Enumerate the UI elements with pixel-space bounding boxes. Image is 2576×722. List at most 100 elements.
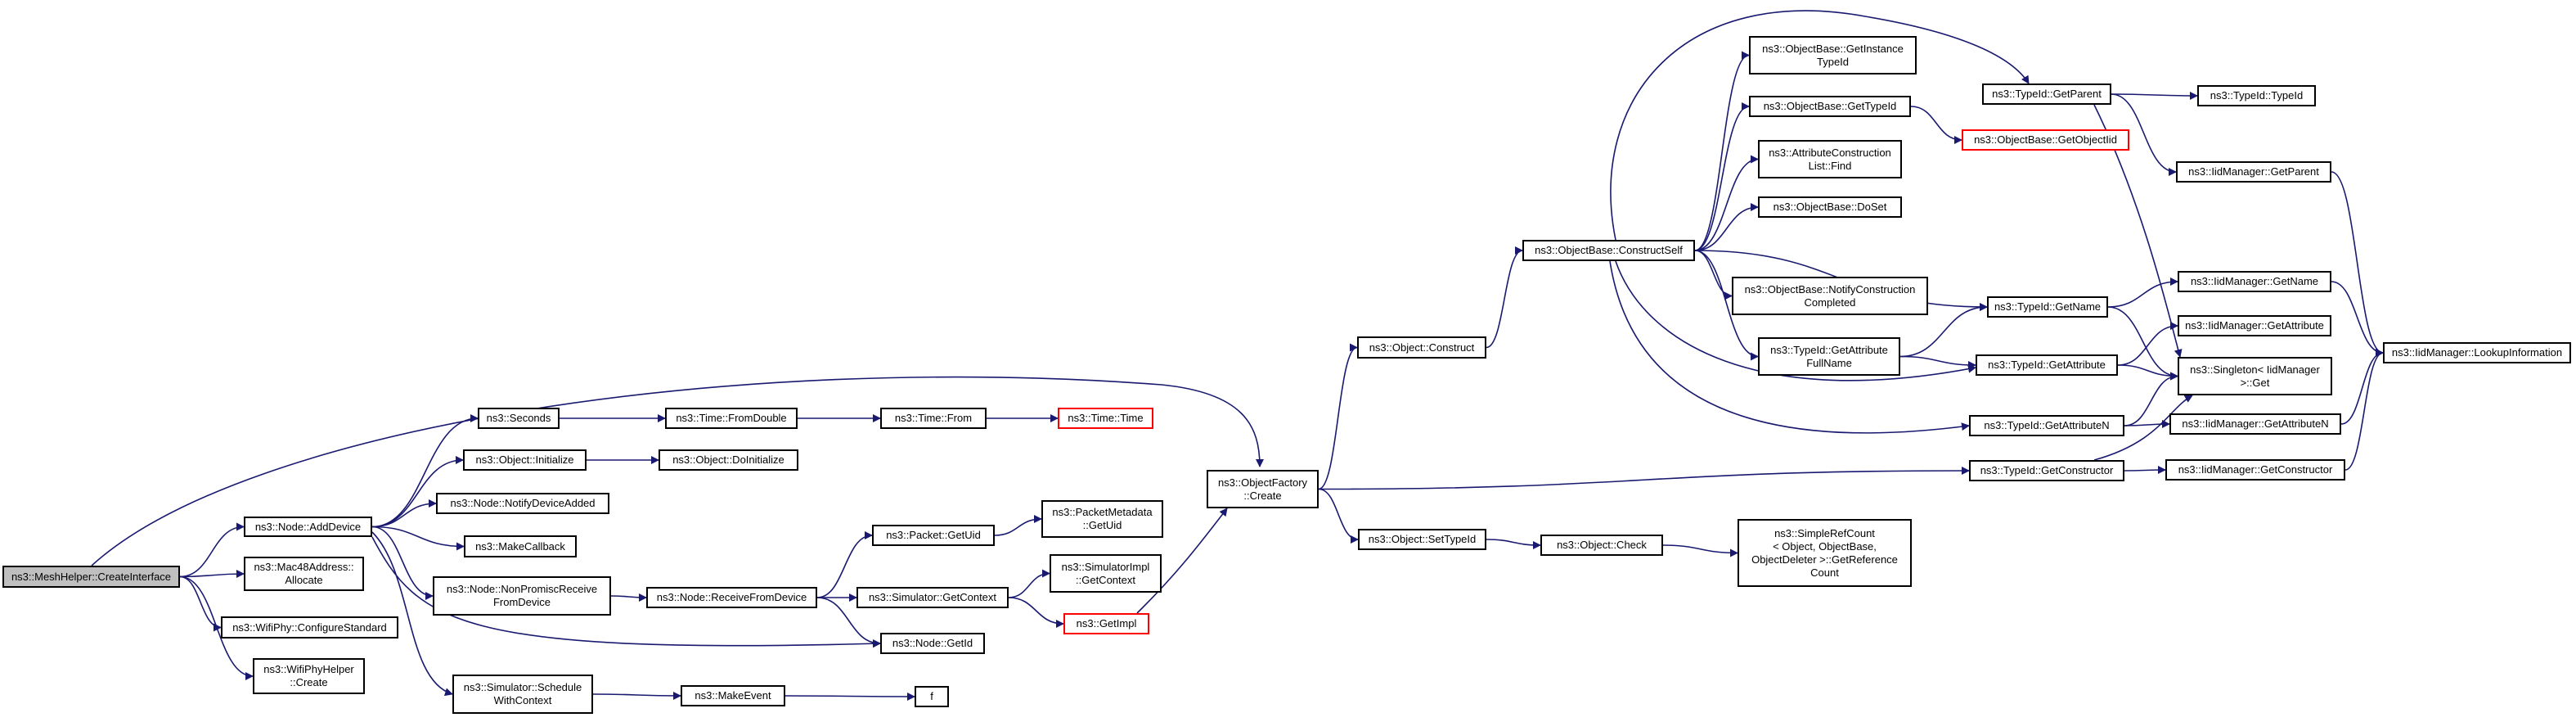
node-mac48-address-allocate[interactable]: ns3::Mac48Address:: Allocate [244,557,364,591]
edge-type_id_get_parent-to-type_id_type_id [2111,91,2198,100]
edge-construct_self-to-object_base_get_type_id [1694,102,1750,251]
edge-type_id_get_parent-to-iid_get_parent [2111,93,2177,176]
node-get-impl[interactable]: ns3::GetImpl [1063,613,1149,634]
edge-construct_self-to-type_id_get_attribute_n [1609,260,1970,434]
edge-get_attribute_full_name-to-type_id_get_attribute [1899,355,1976,369]
node-object-base-do-set[interactable]: ns3::ObjectBase::DoSet [1758,196,1902,218]
edge-construct_self-to-get_instance_type_id [1694,51,1750,251]
node-non-promisc-receive-from-device[interactable]: ns3::Node::NonPromiscReceive FromDevice [433,576,611,616]
node-type-id-get-attribute-n[interactable]: ns3::TypeId::GetAttributeN [1969,415,2124,436]
node-time-from-double[interactable]: ns3::Time::FromDouble [665,408,798,429]
edge-add_device-to-notify_device_added [371,499,437,528]
edge-construct_self-to-notify_construction_completed [1694,250,1733,300]
node-type-id-get-constructor[interactable]: ns3::TypeId::GetConstructor [1969,460,2124,481]
edge-simulator_get_context-to-simulator_impl_get_context [1008,569,1050,598]
edge-object_check-to-simple_ref_count [1662,544,1738,557]
edge-type_id_get_attribute-to-singleton_get [2117,364,2178,381]
edge-create_interface-to-configure_standard [179,575,222,632]
node-simulator-get-context[interactable]: ns3::Simulator::GetContext [856,587,1009,608]
node-node-receive-from-device[interactable]: ns3::Node::ReceiveFromDevice [646,587,817,608]
edge-type_id_get_name-to-singleton_get [2107,306,2178,381]
edge-type_id_get_name-to-iid_get_name [2107,278,2178,308]
edge-type_id_get_constructor-to-singleton_get [2093,395,2193,461]
node-type-id-get-parent[interactable]: ns3::TypeId::GetParent [1982,83,2111,105]
node-object-base-notify-construction-completed[interactable]: ns3::ObjectBase::NotifyConstruction Comp… [1732,277,1928,315]
edge-type_id_get_constructor-to-iid_get_constructor [2124,466,2166,475]
edge-add_device-to-non_promisc_receive [371,526,434,600]
edge-make_event-to-f [784,692,915,701]
node-iid-manager-get-name[interactable]: ns3::IidManager::GetName [2178,271,2331,292]
node-packet-metadata-get-uid[interactable]: ns3::PacketMetadata ::GetUid [1041,500,1163,538]
edge-iid_get_parent-to-lookup_information [2331,171,2384,357]
node-iid-manager-get-parent[interactable]: ns3::IidManager::GetParent [2176,161,2331,183]
node-packet-get-uid[interactable]: ns3::Packet::GetUid [872,525,995,546]
node-type-id-get-name[interactable]: ns3::TypeId::GetName [1987,296,2108,318]
node-object-base-get-type-id[interactable]: ns3::ObjectBase::GetTypeId [1749,96,1911,117]
edge-create_interface-to-add_device [179,522,245,578]
node-object-construct[interactable]: ns3::Object::Construct [1357,336,1486,359]
node-object-base-get-object-iid[interactable]: ns3::ObjectBase::GetObjectIid [1962,129,2129,151]
node-object-initialize[interactable]: ns3::Object::Initialize [463,449,587,471]
node-f[interactable]: f [915,686,949,707]
node-notify-device-added[interactable]: ns3::Node::NotifyDeviceAdded [436,493,609,514]
edge-iid_get_attribute_n-to-lookup_information [2340,349,2384,425]
edge-add_device-to-make_callback [371,526,465,551]
edge-simulator_get_context-to-get_impl [1008,597,1064,628]
edge-create_interface-to-mac48_allocate [179,570,245,579]
node-time-time[interactable]: ns3::Time::Time [1058,408,1153,429]
edge-object_factory_create-to-object_set_type_id [1318,488,1359,544]
node-simulator-impl-get-context[interactable]: ns3::SimulatorImpl ::GetContext [1050,554,1162,593]
node-iid-manager-get-attribute[interactable]: ns3::IidManager::GetAttribute [2178,315,2331,336]
node-wifi-phy-configure-standard[interactable]: ns3::WifiPhy::ConfigureStandard [221,616,398,639]
node-node-add-device[interactable]: ns3::Node::AddDevice [244,517,372,537]
node-iid-manager-get-attribute-n[interactable]: ns3::IidManager::GetAttributeN [2169,413,2341,435]
edge-packet_get_uid-to-packet_metadata_get_uid [994,515,1042,536]
edge-receive_from_device-to-node_get_id [816,597,881,648]
edge-type_id_get_attribute_n-to-singleton_get [2124,372,2178,426]
node-object-factory-create[interactable]: ns3::ObjectFactory ::Create [1207,470,1319,508]
node-make-callback[interactable]: ns3::MakeCallback [464,535,577,557]
node-singleton-iid-manager-get[interactable]: ns3::Singleton< IidManager >::Get [2178,357,2332,395]
edge-construct_self-to-attribute_construction_list_find [1694,155,1759,251]
node-mesh-helper-create-interface[interactable]: ns3::MeshHelper::CreateInterface [2,566,180,588]
node-node-get-id[interactable]: ns3::Node::GetId [880,633,985,654]
edge-add_device-to-seconds [371,414,479,528]
node-object-check[interactable]: ns3::Object::Check [1540,535,1663,556]
node-simulator-schedule-with-context[interactable]: ns3::Simulator::Schedule WithContext [452,675,593,714]
node-object-set-type-id[interactable]: ns3::Object::SetTypeId [1358,529,1486,550]
node-type-id-get-attribute-full-name[interactable]: ns3::TypeId::GetAttribute FullName [1758,337,1900,376]
node-object-base-get-instance-type-id[interactable]: ns3::ObjectBase::GetInstance TypeId [1749,36,1917,74]
edge-add_device-to-node_get_id [371,536,881,648]
edge-non_promisc_receive-to-receive_from_device [610,593,647,602]
edge-object_base_get_type_id-to-get_object_iid [1910,106,1962,144]
node-object-do-initialize[interactable]: ns3::Object::DoInitialize [659,449,798,471]
node-wifi-phy-helper-create[interactable]: ns3::WifiPhyHelper ::Create [253,658,365,694]
edge-get_impl-to-object_factory_create [1136,508,1228,614]
node-attribute-construction-list-find[interactable]: ns3::AttributeConstruction List::Find [1758,140,1902,178]
edge-object_factory_create-to-type_id_get_constructor [1318,467,1970,490]
edge-object_set_type_id-to-object_check [1486,539,1541,549]
edge-add_device-to-object_initialize [371,456,464,528]
edge-construct_self-to-get_attribute_full_name [1694,250,1759,361]
edge-construct_self-to-do_set [1694,203,1759,251]
node-simple-ref-count-get-reference-count[interactable]: ns3::SimpleRefCount < Object, ObjectBase… [1738,519,1912,587]
edge-construct_self-to-type_id_get_parent [1610,10,2030,241]
edge-iid_get_constructor-to-lookup_information [2344,349,2384,471]
edge-object_construct-to-construct_self [1486,246,1523,349]
node-time-from[interactable]: ns3::Time::From [880,408,987,429]
edge-create_interface-to-wifi_phy_helper_create [179,575,254,680]
node-object-base-construct-self[interactable]: ns3::ObjectBase::ConstructSelf [1522,240,1695,261]
edge-receive_from_device-to-packet_get_uid [816,531,873,598]
edge-get_attribute_full_name-to-type_id_get_name [1899,303,1988,358]
edge-iid_get_name-to-lookup_information [2331,281,2384,357]
node-seconds[interactable]: ns3::Seconds [478,408,560,429]
edge-create_interface-to-object_factory_create [91,376,1264,566]
node-type-id-get-attribute[interactable]: ns3::TypeId::GetAttribute [1976,354,2118,376]
node-type-id-type-id[interactable]: ns3::TypeId::TypeId [2197,85,2316,106]
edge-add_device-to-schedule_with_context [371,531,453,697]
node-iid-manager-get-constructor[interactable]: ns3::IidManager::GetConstructor [2165,459,2345,481]
node-iid-manager-lookup-information[interactable]: ns3::IidManager::LookupInformation [2383,342,2571,363]
node-make-event[interactable]: ns3::MakeEvent [681,685,785,706]
